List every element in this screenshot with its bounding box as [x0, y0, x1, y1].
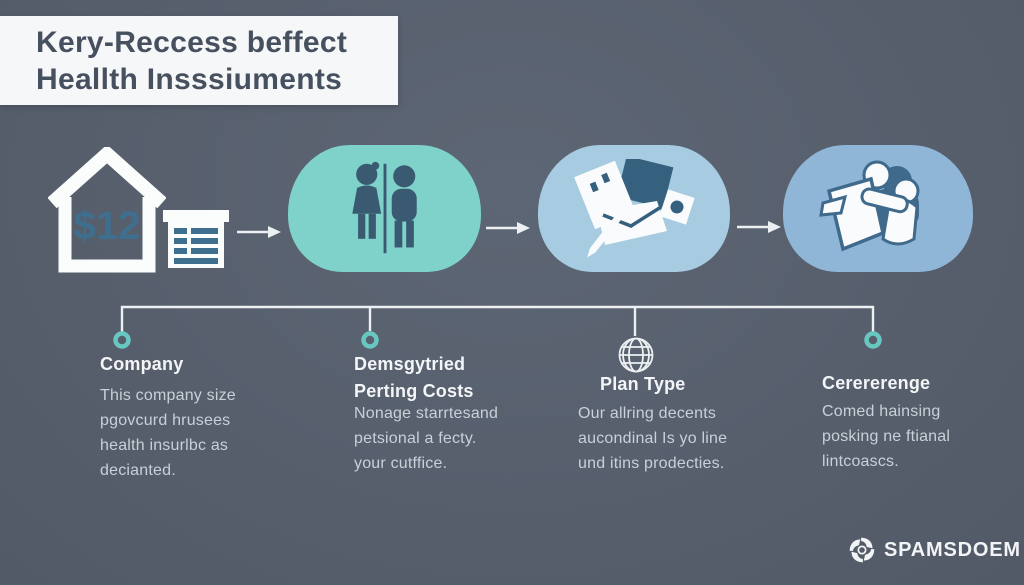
heading-line: Demsgytried	[354, 354, 466, 374]
column-body-plan-type: Our allring decents aucondinal Is yo lin…	[578, 401, 727, 476]
body-line: pgovcurd hrusees	[100, 412, 231, 429]
body-line: Our allring decents	[578, 405, 717, 422]
scattered-documents-icon	[574, 158, 695, 257]
step-blob-demographics	[288, 145, 481, 272]
brand-lockup: SPAMSDOEM	[848, 536, 1021, 564]
column-body-company: This company size pgovcurd hrusees healt…	[100, 383, 236, 483]
body-line: your cutffice.	[354, 455, 448, 472]
column-heading-company: Company	[100, 351, 183, 378]
column-heading-costs: Demsgytried Perting Costs	[354, 351, 474, 405]
step-blob-coverage	[783, 145, 973, 272]
globe-icon	[618, 337, 654, 373]
arrow-right-icon	[737, 221, 781, 233]
body-line: aucondinal Is yo line	[578, 430, 728, 447]
heading-line: Perting Costs	[354, 381, 474, 401]
body-line: decianted.	[100, 462, 176, 479]
list-document-icon	[163, 210, 229, 268]
body-line: This company size	[100, 387, 236, 404]
page-title-line-2: Heallth Insssiuments	[36, 62, 343, 96]
arrow-right-icon	[486, 222, 530, 234]
timeline-ring-node	[361, 331, 379, 349]
column-body-coverage: Comed hainsing posking ne ftianal lintco…	[822, 399, 950, 474]
title-box: Kery-Reccess beffect Heallth Insssiument…	[0, 16, 398, 105]
column-heading-plan-type: Plan Type	[600, 371, 686, 398]
step-blob-plan-documents	[538, 145, 730, 272]
heading-line: Company	[100, 354, 184, 374]
arrow-right-icon	[237, 226, 281, 238]
timeline-ring-node	[113, 331, 131, 349]
body-line: Comed hainsing	[822, 403, 941, 420]
brand-name: SPAMSDOEM	[884, 538, 1021, 561]
body-line: petsional a fecty.	[354, 430, 477, 447]
body-line: und itins prodecties.	[578, 455, 725, 472]
column-body-costs: Nonage starrtesand petsional a fecty. yo…	[354, 401, 498, 476]
body-line: posking ne ftianal	[822, 428, 951, 445]
house-price-value: $12	[74, 204, 141, 248]
heading-line: Cerererenge	[822, 373, 931, 393]
body-line: health insurlbc as	[100, 437, 229, 454]
page-title-line-1: Kery-Reccess beffect	[36, 25, 348, 59]
heading-line: Plan Type	[600, 374, 686, 394]
timeline-ring-node	[864, 331, 882, 349]
couple-icon	[351, 161, 417, 253]
body-line: lintcoascs.	[822, 453, 899, 470]
house-icon: $12	[48, 147, 166, 273]
body-line: Nonage starrtesand	[354, 405, 499, 422]
column-heading-coverage: Cerererenge	[822, 370, 930, 397]
pinwheel-logo-icon	[849, 537, 875, 563]
family-holding-map-icon	[819, 160, 920, 251]
